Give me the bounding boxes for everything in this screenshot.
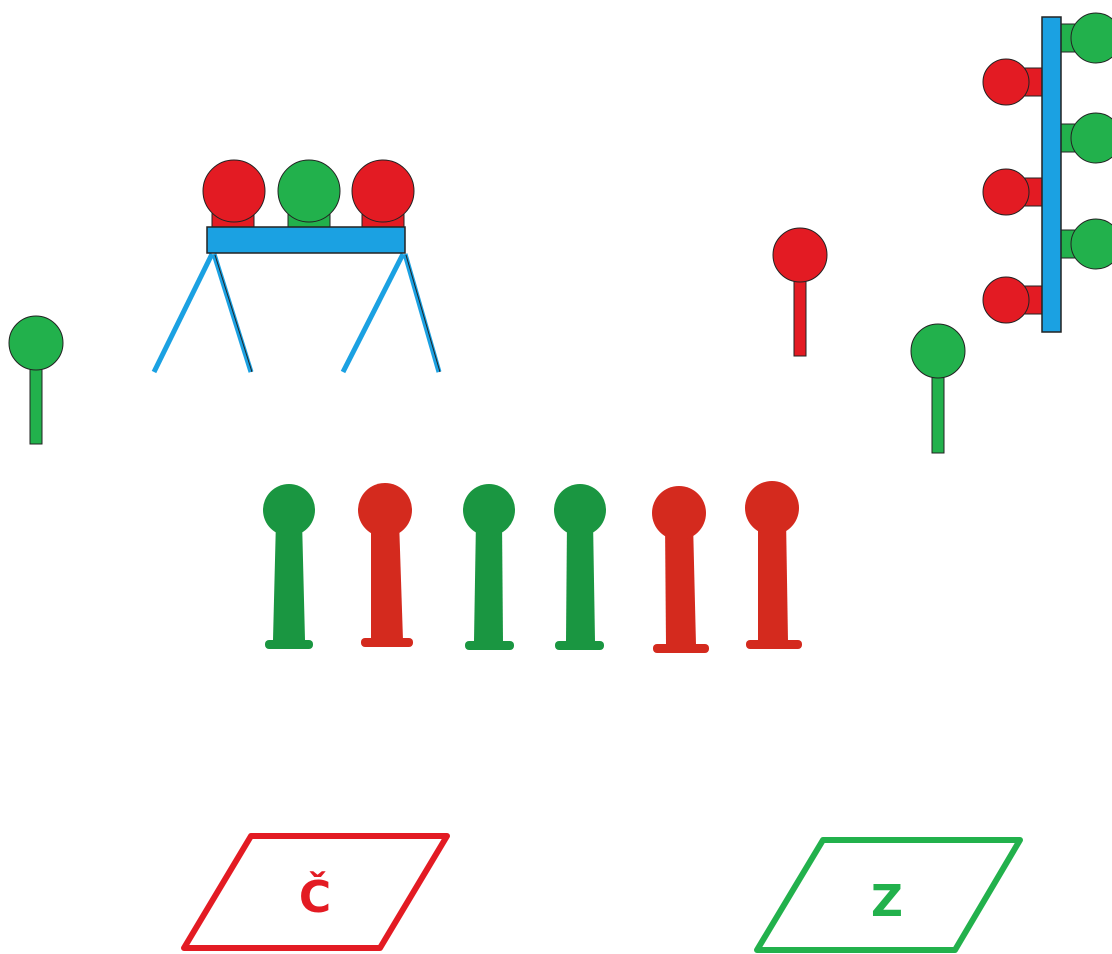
popper-4 <box>554 484 606 650</box>
tree-post <box>1042 17 1061 332</box>
popper-row <box>263 481 802 653</box>
stand-plate-2 <box>278 160 340 228</box>
post-target-right <box>911 324 965 453</box>
shooting-box-green: Z <box>757 840 1020 950</box>
plate-tree <box>983 13 1112 332</box>
post-target-center <box>773 228 827 356</box>
popper-6 <box>745 481 802 649</box>
plate-rack-stand <box>154 160 440 372</box>
tree-plate-3 <box>1060 113 1112 163</box>
post-target-left <box>9 316 63 444</box>
tree-plate-5 <box>1060 219 1112 269</box>
tree-plate-4 <box>983 169 1044 215</box>
stand-legs <box>154 254 440 372</box>
tree-plate-6 <box>983 277 1044 323</box>
tree-plate-1 <box>1060 13 1112 63</box>
popper-2 <box>358 483 413 647</box>
shooting-box-red: Č <box>184 836 447 948</box>
popper-5 <box>652 486 709 653</box>
stand-plate-3 <box>352 160 414 228</box>
green-box-label: Z <box>871 876 903 927</box>
tree-plate-2 <box>983 59 1044 105</box>
stand-plate-1 <box>203 160 265 228</box>
popper-3 <box>463 484 515 650</box>
red-box-label: Č <box>299 870 331 923</box>
stand-beam <box>207 227 405 253</box>
popper-1 <box>263 484 315 649</box>
